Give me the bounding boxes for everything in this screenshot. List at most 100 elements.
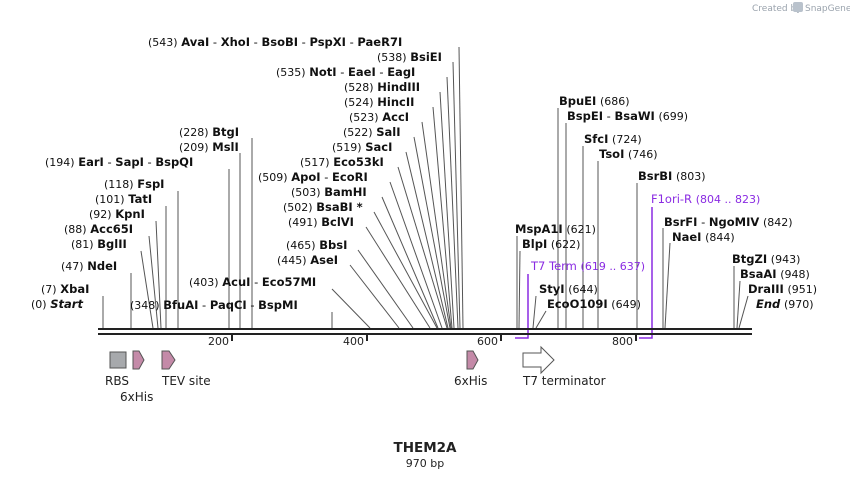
leader-eco53ki [397, 166, 448, 329]
leader-noti-group [446, 76, 459, 329]
leader-bamhi [381, 196, 439, 329]
site-sali[interactable]: (522) SalI [343, 125, 401, 139]
feature-6xhis-1[interactable]: 6xHis [120, 350, 153, 404]
feature-t7-terminator[interactable]: T7 terminator [522, 345, 606, 388]
site-tati[interactable]: (101) TatI [95, 192, 152, 206]
site-naei[interactable]: NaeI (844) [672, 230, 735, 244]
primer-f1ori-r-label: F1ori-R (804 .. 823) [651, 192, 760, 206]
site-acci[interactable]: (523) AccI [349, 110, 409, 124]
t7-terminator-arrow-icon [522, 345, 555, 375]
feature-rbs-label: RBS [105, 374, 129, 388]
leader-hincii [432, 106, 453, 329]
site-end[interactable]: End (970) [756, 297, 814, 311]
site-btgzi[interactable]: BtgZI (943) [732, 252, 800, 266]
leader-asei [349, 264, 400, 329]
site-draiii[interactable]: DraIII (951) [748, 282, 817, 296]
site-xbai[interactable]: (7) XbaI [41, 282, 89, 296]
map-title: THEM2A [393, 440, 457, 456]
feature-t7-terminator-label: T7 terminator [522, 374, 606, 388]
leader-naei [664, 242, 671, 329]
site-sfci[interactable]: SfcI (724) [584, 132, 642, 146]
ruler-label-400: 400 [343, 335, 364, 348]
site-bsabi[interactable]: (502) BsaBI * [283, 200, 363, 214]
leader-ecoo109i [535, 310, 547, 329]
rbs-box-icon [109, 351, 127, 369]
ruler: 200 400 600 800 [208, 334, 637, 348]
site-kpni[interactable]: (92) KpnI [89, 207, 145, 221]
site-fspi[interactable]: (118) FspI [104, 177, 164, 191]
ruler-label-800: 800 [612, 335, 633, 348]
site-tsoi[interactable]: TsoI (746) [599, 147, 658, 161]
feature-6xhis-2[interactable]: 6xHis [454, 350, 487, 388]
site-saci[interactable]: (519) SacI [332, 140, 392, 154]
map-length: 970 bp [406, 457, 444, 470]
6xhis-arrow-icon [132, 350, 145, 370]
site-bsrbi[interactable]: BsrBI (803) [638, 169, 706, 183]
primer-t7-term[interactable]: T7 Term (619 .. 637) [515, 259, 645, 339]
leader-bsaai [736, 280, 741, 329]
leader-acui-group [331, 288, 371, 329]
leader-saci [405, 151, 449, 329]
site-msli[interactable]: (209) MslI [179, 140, 239, 154]
ruler-label-200: 200 [208, 335, 229, 348]
leader-kpni [155, 220, 162, 329]
site-bbsi[interactable]: (465) BbsI [286, 238, 347, 252]
leader-draiii [738, 295, 749, 329]
site-leader-lines [102, 46, 749, 329]
site-bamhi[interactable]: (503) BamHI [291, 185, 367, 199]
leader-hindiii [439, 91, 455, 329]
leader-bsabi [373, 211, 438, 329]
site-bsaai[interactable]: BsaAI (948) [740, 267, 810, 281]
site-ava-group[interactable]: (543) AvaI - XhoI - BsoBI - PspXI - PaeR… [148, 35, 402, 49]
site-bsrfi-group[interactable]: BsrFI - NgoMIV (842) [664, 215, 793, 229]
feature-rbs[interactable]: RBS [105, 351, 129, 388]
site-blpi[interactable]: BlpI (622) [522, 237, 580, 251]
site-acui-group[interactable]: (403) AcuI - Eco57MI [189, 275, 316, 289]
primer-f1ori-r-arrow [639, 207, 653, 339]
site-acc65i[interactable]: (88) Acc65I [64, 222, 133, 236]
leader-bbsi [357, 249, 414, 329]
leader-acc65i [148, 235, 159, 329]
site-styi[interactable]: StyI (644) [539, 282, 598, 296]
site-start[interactable]: (0) Start [31, 297, 83, 311]
primer-f1ori-r[interactable]: F1ori-R (804 .. 823) [639, 192, 760, 339]
credit-brand: SnapGene [805, 4, 850, 14]
feature-6xhis-1-label: 6xHis [120, 390, 153, 404]
sequence-backbone [98, 328, 752, 335]
site-ndei[interactable]: (47) NdeI [61, 259, 117, 273]
site-labels-left: (543) AvaI - XhoI - BsoBI - PspXI - PaeR… [31, 35, 442, 312]
ruler-label-600: 600 [477, 335, 498, 348]
site-hincii[interactable]: (524) HincII [344, 95, 414, 109]
feature-6xhis-2-label: 6xHis [454, 374, 487, 388]
leader-ava-group [458, 46, 464, 329]
site-labels-right: BpuEI (686) BspEI - BsaWI (699) SfcI (72… [515, 94, 817, 311]
leader-blpi [518, 250, 521, 329]
leader-styi [532, 295, 537, 329]
credit-created-by: Created by [752, 4, 802, 14]
6xhis-arrow-icon [466, 350, 479, 370]
site-eco53ki[interactable]: (517) Eco53kI [300, 155, 384, 169]
snapgene-logo-icon [793, 2, 803, 12]
leader-acci [421, 121, 452, 329]
site-btgi[interactable]: (228) BtgI [179, 125, 239, 139]
primer-t7-term-arrow [515, 274, 529, 339]
site-bspei-group[interactable]: BspEI - BsaWI (699) [567, 109, 688, 123]
site-mspa1i[interactable]: MspA1I (621) [515, 222, 596, 236]
leader-sali [413, 136, 451, 329]
site-asei[interactable]: (445) AseI [277, 253, 338, 267]
leader-apoi-group [389, 181, 443, 329]
snapgene-credit: Created by SnapGene [752, 2, 850, 14]
site-hindiii[interactable]: (528) HindIII [344, 80, 420, 94]
site-bglii[interactable]: (81) BglII [71, 237, 127, 251]
site-bpuei[interactable]: BpuEI (686) [559, 94, 630, 108]
leader-bclvi [365, 226, 431, 329]
site-bfuai-group[interactable]: (348) BfuAI - PaqCI - BspMI [130, 298, 298, 312]
site-noti-group[interactable]: (535) NotI - EaeI - EagI [276, 65, 415, 79]
feature-tev-site[interactable]: TEV site [161, 350, 211, 388]
site-bclvi[interactable]: (491) BclVI [288, 215, 354, 229]
site-apoi-group[interactable]: (509) ApoI - EcoRI [258, 170, 368, 184]
site-ecoo109i[interactable]: EcoO109I (649) [547, 297, 641, 311]
site-eari-group[interactable]: (194) EarI - SapI - BspQI [45, 155, 193, 169]
site-bsiei[interactable]: (538) BsiEI [377, 50, 442, 64]
